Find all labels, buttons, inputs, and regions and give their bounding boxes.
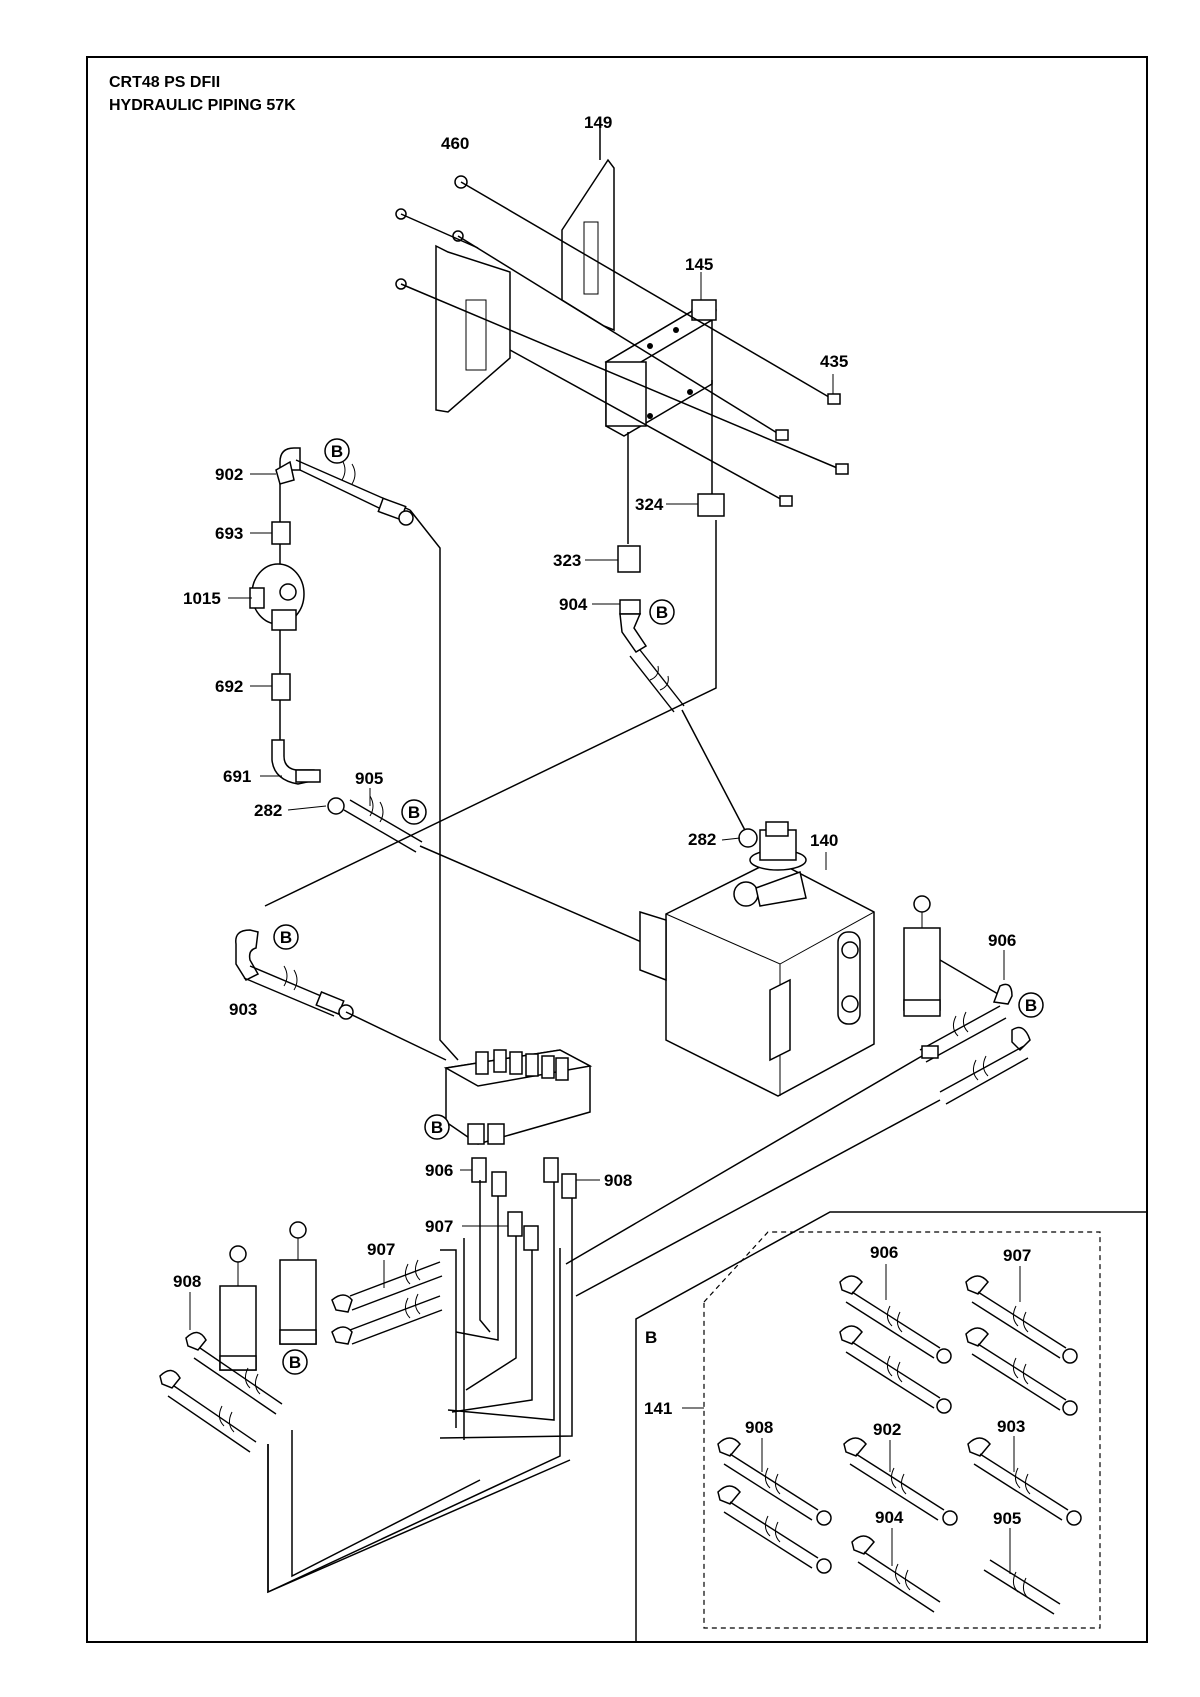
elbow-903 — [235, 929, 260, 981]
svg-text:B: B — [331, 442, 343, 461]
ref-marker-b-1: B — [324, 438, 350, 464]
callout-905: 905 — [355, 769, 383, 788]
inset-hose-905 — [983, 1559, 1061, 1615]
callout-435: 435 — [820, 352, 848, 371]
pump-1015 — [249, 563, 305, 631]
callout-902: 902 — [215, 465, 243, 484]
ref-marker-b-2: B — [649, 599, 675, 625]
model-title: CRT48 PS DFII — [109, 74, 220, 91]
ref-marker-b-4: B — [273, 924, 299, 950]
hose-907-left — [331, 1259, 443, 1345]
inset-hose-904 — [851, 1535, 941, 1613]
fitting-324 — [697, 493, 725, 517]
callout-1015: 1015 — [183, 589, 221, 608]
callout-691: 691 — [223, 767, 251, 786]
inset-label-903: 903 — [997, 1417, 1025, 1436]
inset-label-902: 902 — [873, 1420, 901, 1439]
valve-block-145 — [604, 299, 717, 437]
svg-text:B: B — [431, 1118, 443, 1137]
callout-904: 904 — [559, 595, 588, 614]
callout-906-right: 906 — [988, 931, 1016, 950]
fittings-906-908 — [471, 1157, 577, 1251]
fitting-323 — [617, 545, 641, 573]
svg-text:B: B — [656, 603, 668, 622]
inset-hoses — [717, 1275, 1082, 1615]
svg-text:B: B — [408, 803, 420, 822]
leader-lines — [189, 272, 1005, 1330]
hose-908-left — [159, 1331, 283, 1453]
fitting-693 — [271, 521, 291, 545]
callout-908-valve: 908 — [604, 1171, 632, 1190]
inset-title: B — [645, 1328, 657, 1347]
inset-hose-906 — [839, 1275, 952, 1414]
callout-145: 145 — [685, 255, 713, 274]
inset-hose-908 — [717, 1437, 832, 1574]
callout-693: 693 — [215, 524, 243, 543]
callout-460: 460 — [441, 134, 469, 153]
o-ring-282b — [738, 828, 758, 848]
callout-149: 149 — [584, 113, 612, 132]
inset-hose-903 — [967, 1437, 1082, 1526]
inset-hose-907 — [965, 1275, 1078, 1416]
callout-282-left: 282 — [254, 801, 282, 820]
cylinder-left-1 — [279, 1221, 317, 1345]
svg-text:B: B — [1025, 996, 1037, 1015]
ref-marker-b-5: B — [1018, 992, 1044, 1018]
ref-marker-b-7: B — [282, 1349, 308, 1375]
control-valve — [443, 1049, 593, 1145]
elbow-904 — [619, 599, 648, 654]
cylinder-left-2 — [219, 1245, 257, 1371]
hose-903 — [243, 965, 447, 1061]
svg-text:B: B — [280, 928, 292, 947]
hose-906-right — [565, 959, 1031, 1297]
callout-323: 323 — [553, 551, 581, 570]
inset-label-905: 905 — [993, 1509, 1021, 1528]
tank-filler-cap — [733, 821, 807, 907]
callout-692: 692 — [215, 677, 243, 696]
callout-282-right: 282 — [688, 830, 716, 849]
o-ring-282a — [327, 797, 345, 815]
cylinder-right — [903, 895, 941, 1017]
ref-marker-b-6: B — [424, 1114, 450, 1140]
callout-907-left: 907 — [367, 1240, 395, 1259]
drawing-frame — [86, 56, 1148, 1643]
inset-hose-902 — [843, 1437, 958, 1526]
inset-b-panel: B 141 — [635, 1211, 1147, 1642]
inset-label-907: 907 — [1003, 1246, 1031, 1265]
callout-908-left: 908 — [173, 1272, 201, 1291]
svg-text:B: B — [289, 1353, 301, 1372]
fitting-692 — [271, 673, 291, 701]
callout-324: 324 — [635, 495, 664, 514]
kit-number-141: 141 — [644, 1399, 672, 1418]
inset-label-908: 908 — [745, 1418, 773, 1437]
drawing-title: HYDRAULIC PIPING 57K — [109, 97, 296, 114]
callout-903: 903 — [229, 1000, 257, 1019]
inset-label-906: 906 — [870, 1243, 898, 1262]
oil-tank-140 — [639, 859, 875, 1097]
bolt-435 — [400, 181, 849, 507]
ref-marker-b-3: B — [401, 799, 427, 825]
callout-906-valve: 906 — [425, 1161, 453, 1180]
callout-907-valve: 907 — [425, 1217, 453, 1236]
elbow-691 — [271, 739, 321, 785]
elbow-902 — [275, 447, 301, 485]
hose-905 — [343, 795, 691, 964]
callout-140: 140 — [810, 831, 838, 850]
bracket-left — [435, 244, 511, 413]
hose-904 — [629, 649, 749, 837]
hose-902 — [295, 459, 414, 526]
inset-label-904: 904 — [875, 1508, 904, 1527]
